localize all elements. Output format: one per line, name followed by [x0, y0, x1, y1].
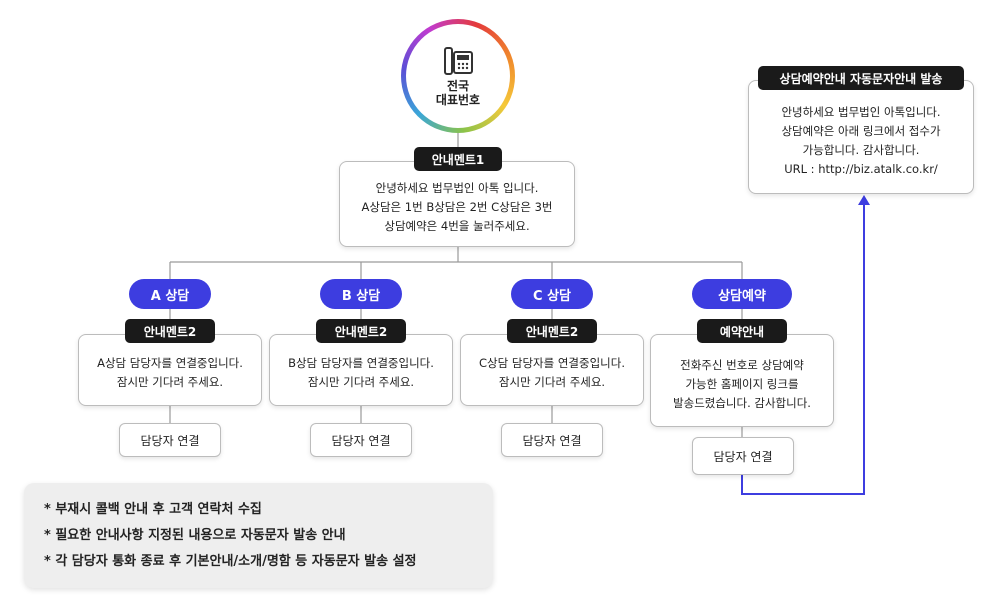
branch-c-box: C상담 담당자를 연결중입니다. 잠시만 기다려 주세요.	[460, 334, 644, 406]
branch-reservation-connect-button[interactable]: 담당자 연결	[692, 437, 794, 475]
greeting-line: 안녕하세요 법무법인 아톡 입니다.	[375, 180, 539, 195]
arrow-up-icon	[858, 195, 870, 205]
branch-reservation-pill[interactable]: 상담예약	[692, 279, 792, 309]
desk-phone-icon	[444, 46, 473, 75]
greeting-line: A상담은 1번 B상담은 2번 C상담은 3번	[361, 199, 553, 214]
main-number-circle: 전국 대표번호	[401, 19, 515, 133]
branch-c-line: C상담 담당자를 연결중입니다.	[479, 356, 625, 370]
greeting-tag: 안내멘트1	[414, 147, 502, 171]
branch-b-pill[interactable]: B 상담	[320, 279, 402, 309]
branch-a-line: A상담 담당자를 연결중입니다.	[97, 356, 243, 370]
note-item: * 필요한 안내사항 지정된 내용으로 자동문자 발송 안내	[44, 528, 346, 543]
branch-c-tag: 안내멘트2	[507, 319, 597, 343]
branch-reservation-box: 전화주신 번호로 상담예약 가능한 홈페이지 링크를 발송드렸습니다. 감사합니…	[650, 334, 834, 427]
sms-box: 안녕하세요 법무법인 아톡입니다. 상담예약은 아래 링크에서 접수가 가능합니…	[748, 80, 974, 194]
branch-reservation-line: 발송드렸습니다. 감사합니다.	[673, 396, 811, 410]
main-number-label-1: 전국	[446, 78, 470, 93]
sms-line: 가능합니다. 감사합니다.	[802, 143, 920, 157]
branch-b-connect-button[interactable]: 담당자 연결	[310, 423, 412, 457]
branch-b-tag: 안내멘트2	[316, 319, 406, 343]
branch-b-line: 잠시만 기다려 주세요.	[307, 375, 415, 389]
sms-tag: 상담예약안내 자동문자안내 발송	[758, 66, 964, 90]
branch-b-line: B상담 담당자를 연결중입니다.	[288, 356, 434, 370]
note-item: * 부재시 콜백 안내 후 고객 연락처 수집	[44, 502, 262, 517]
branch-b-box: B상담 담당자를 연결중입니다. 잠시만 기다려 주세요.	[269, 334, 453, 406]
sms-url-line: URL : http://biz.atalk.co.kr/	[784, 162, 938, 176]
branch-a-line: 잠시만 기다려 주세요.	[116, 375, 224, 389]
branch-a-box: A상담 담당자를 연결중입니다. 잠시만 기다려 주세요.	[78, 334, 262, 406]
note-item: * 각 담당자 통화 종료 후 기본안내/소개/명함 등 자동문자 발송 설정	[44, 554, 417, 569]
branch-c-line: 잠시만 기다려 주세요.	[498, 375, 606, 389]
sms-line: 안녕하세요 법무법인 아톡입니다.	[781, 105, 941, 119]
greeting-box: 안녕하세요 법무법인 아톡 입니다. A상담은 1번 B상담은 2번 C상담은 …	[339, 161, 575, 247]
branch-a-connect-button[interactable]: 담당자 연결	[119, 423, 221, 457]
notes-panel: * 부재시 콜백 안내 후 고객 연락처 수집 * 필요한 안내사항 지정된 내…	[24, 483, 493, 588]
sms-line: 상담예약은 아래 링크에서 접수가	[781, 124, 941, 138]
branch-reservation-line: 전화주신 번호로 상담예약	[680, 358, 804, 372]
branch-a-pill[interactable]: A 상담	[129, 279, 211, 309]
branch-reservation-line: 가능한 홈페이지 링크를	[685, 377, 799, 391]
sms-link-line	[741, 200, 865, 495]
branch-reservation-tag: 예약안내	[697, 319, 787, 343]
branch-a-tag: 안내멘트2	[125, 319, 215, 343]
branch-c-connect-button[interactable]: 담당자 연결	[501, 423, 603, 457]
greeting-line: 상담예약은 4번을 눌러주세요.	[384, 218, 530, 233]
branch-c-pill[interactable]: C 상담	[511, 279, 593, 309]
main-number-label-2: 대표번호	[435, 92, 481, 107]
